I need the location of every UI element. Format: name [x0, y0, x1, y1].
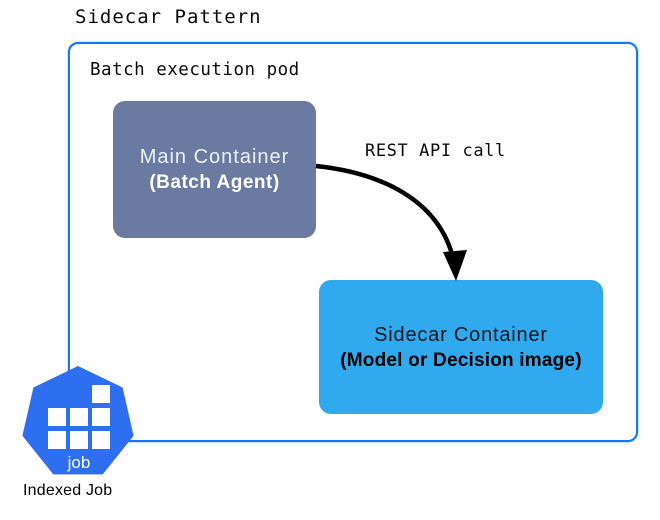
main-container-node: Main Container (Batch Agent): [113, 101, 316, 238]
job-icon-label: job: [67, 453, 91, 472]
batch-execution-pod-boundary: Batch execution pod: [68, 42, 638, 442]
indexed-job-caption: Indexed Job: [23, 482, 113, 499]
rest-api-call-label: REST API call: [365, 141, 506, 161]
job-grid-squares: [48, 385, 110, 449]
main-container-title: Main Container: [139, 146, 290, 168]
sidecar-container-node: Sidecar Container (Model or Decision ima…: [319, 280, 603, 414]
sidecar-container-subtitle: (Model or Decision image): [340, 349, 582, 371]
kubernetes-job-icon: job: [22, 366, 134, 475]
diagram-title: Sidecar Pattern: [75, 6, 262, 28]
main-container-subtitle: (Batch Agent): [149, 172, 280, 193]
sidecar-container-title: Sidecar Container: [374, 323, 548, 346]
pod-label: Batch execution pod: [90, 60, 300, 80]
